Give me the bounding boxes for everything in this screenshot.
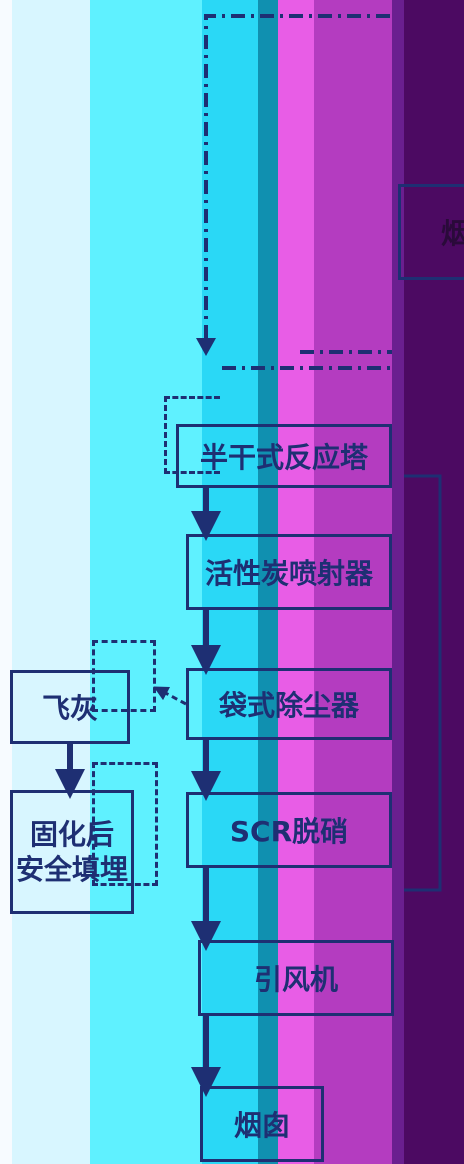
node-bag-dust-collector: 袋式除尘器 [186, 668, 392, 740]
band-light [12, 0, 90, 1164]
solidification-line-1: 固化后 [29, 818, 114, 851]
band-cyan-2 [202, 0, 258, 1164]
node-scr-denitration: SCR脱硝 [186, 792, 392, 868]
node-solidification-landfill: 固化后 安全填埋 [10, 790, 134, 914]
arrow-collector-to-flyash [153, 686, 187, 706]
band-dark [404, 0, 464, 1164]
band-purple [392, 0, 404, 1164]
node-activated-carbon-injector: 活性炭喷射器 [186, 534, 392, 610]
node-chimney: 烟囱 [200, 1086, 324, 1162]
band-cyan [90, 0, 202, 1164]
node-induced-draft-fan: 引风机 [198, 940, 394, 1016]
dashdot-arrowhead [196, 338, 216, 356]
recycle-dashdot-line [204, 14, 390, 352]
dashed-box-landfill [92, 762, 158, 886]
node-right-partial: 烟 [398, 184, 464, 280]
node-semi-dry-reaction-tower: 半干式反应塔 [176, 424, 392, 488]
solidification-line-2: 安全填埋 [15, 853, 128, 886]
band-pink [278, 0, 314, 1164]
node-fly-ash: 飞灰 [10, 670, 130, 744]
right-return-line [404, 474, 442, 892]
band-magenta [314, 0, 392, 1164]
dashed-box-flyash [92, 640, 156, 712]
band-teal [258, 0, 278, 1164]
dashed-box-top [164, 396, 220, 474]
